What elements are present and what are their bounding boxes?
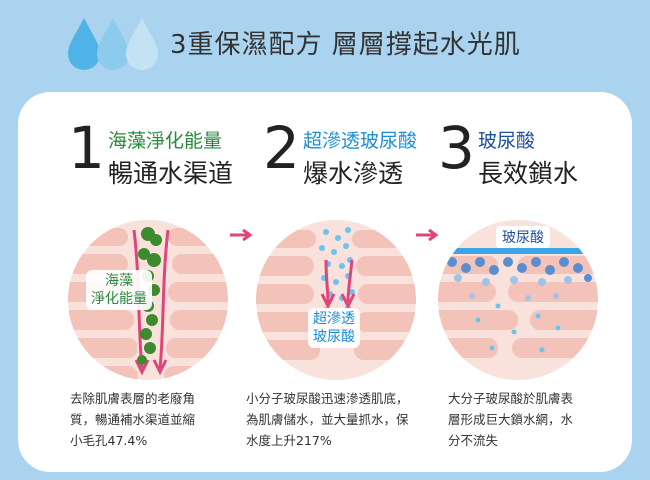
skin-cells-illustration — [256, 220, 416, 380]
step-1-description: 去除肌膚表層的老廢角 質，暢通補水渠道並縮 小毛孔47.4% — [70, 391, 196, 448]
page-title: 3重保濕配方 層層撐起水光肌 — [170, 30, 521, 60]
step-2-description: 小分子玻尿酸迅速滲透肌底， 為肌膚儲水，並大量抓水，保 水度上升217% — [246, 391, 409, 448]
penetrating-label: 超滲透 玻尿酸 — [308, 308, 360, 348]
step-title: 暢通水渠道 — [108, 159, 234, 188]
step-subtitle: 超滲透玻尿酸 — [303, 130, 418, 152]
step-title: 爆水滲透 — [303, 159, 404, 188]
algae-label: 海藻 淨化能量 — [86, 270, 152, 310]
hyaluronic-label: 玻尿酸 — [496, 226, 550, 248]
content-card: 1 海藻淨化能量 暢通水渠道 2 超滲透玻尿酸 爆水滲透 3 玻尿酸 長效鎖水 — [18, 92, 632, 472]
step-3-description: 大分子玻尿酸於肌膚表 層形成巨大鎖水網，水 分不流失 — [448, 391, 574, 448]
water-drops-icon — [68, 18, 158, 70]
arrow-right-icon — [416, 228, 439, 242]
step-number: 1 — [68, 114, 105, 182]
step-subtitle: 海藻淨化能量 — [108, 130, 223, 152]
arrow-right-icon — [230, 228, 253, 242]
step-subtitle: 玻尿酸 — [478, 130, 536, 152]
hyaluronic-lock-illustration: 玻尿酸 — [438, 220, 598, 380]
algae-purify-illustration: 海藻 淨化能量 — [68, 220, 228, 380]
header: 3重保濕配方 層層撐起水光肌 — [0, 0, 650, 90]
step-number: 2 — [263, 114, 300, 182]
penetrating-hyaluronic-illustration: 超滲透 玻尿酸 — [256, 220, 416, 380]
step-number: 3 — [438, 114, 475, 182]
step-title: 長效鎖水 — [478, 159, 579, 188]
